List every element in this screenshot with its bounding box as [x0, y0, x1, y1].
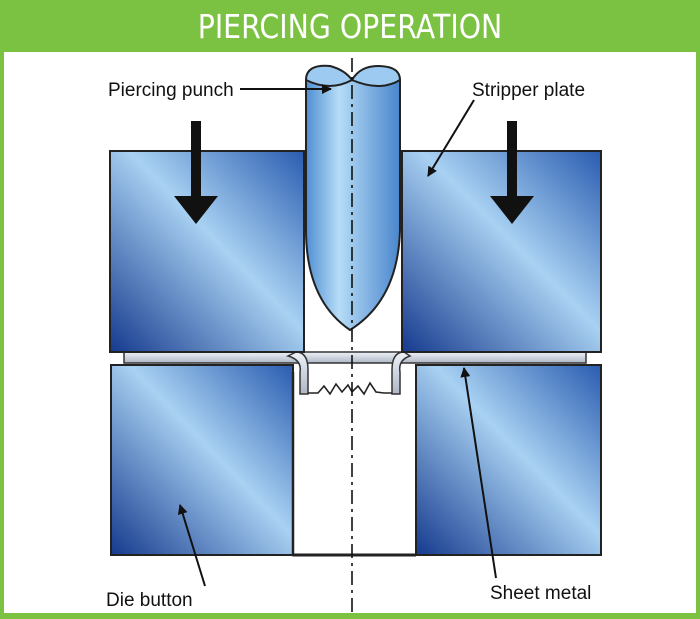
die-button-right — [415, 364, 602, 556]
label-piercing-punch: Piercing punch — [108, 80, 234, 101]
leader-stripper-plate — [427, 99, 475, 177]
stripper-plate-right — [401, 150, 602, 353]
label-sheet-metal: Sheet metal — [490, 583, 591, 604]
die-opening — [291, 372, 416, 557]
down-arrow-icon-left — [174, 121, 218, 224]
slug-fracture — [308, 381, 392, 396]
leader-die-button — [177, 504, 206, 587]
stripper-plate-left — [109, 150, 305, 353]
sheet-metal — [123, 351, 587, 395]
leader-sheet-metal — [460, 367, 497, 579]
label-stripper-plate: Stripper plate — [472, 80, 585, 101]
down-arrow-icon-right — [490, 121, 534, 224]
piercing-punch — [305, 79, 401, 332]
label-die-button: Die button — [106, 590, 193, 611]
die-button-left — [110, 364, 294, 556]
diagram-title: PIERCING OPERATION — [197, 6, 503, 46]
